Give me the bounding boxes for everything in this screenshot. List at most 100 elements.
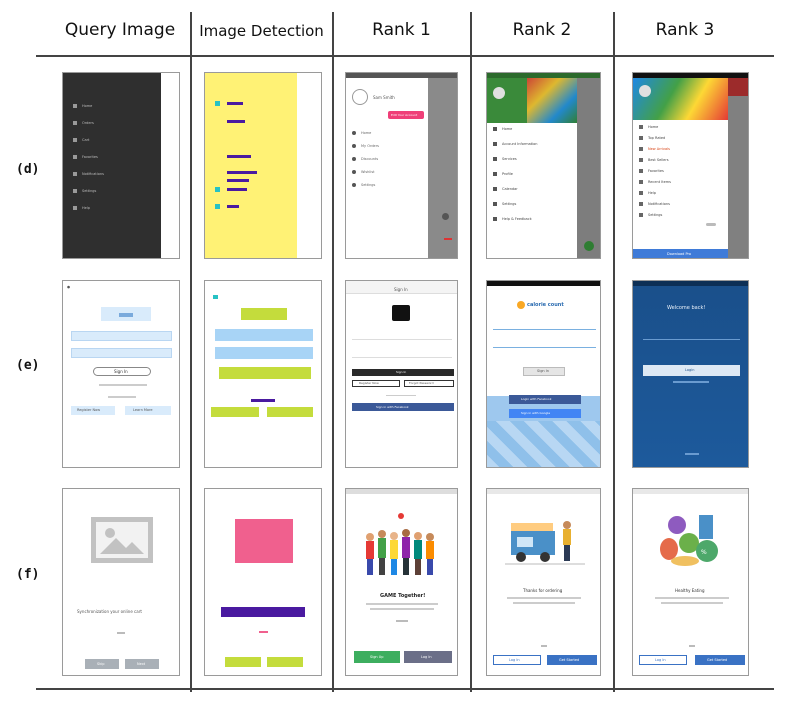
status-bar (487, 281, 600, 286)
bottom-rule (36, 688, 774, 690)
heart-icon (398, 513, 404, 519)
page-indicator (117, 632, 125, 634)
password-field (352, 357, 452, 358)
username-field (493, 329, 596, 330)
thumb-f-detection (204, 488, 322, 676)
log-in-button (493, 655, 541, 665)
column-divider-1 (190, 12, 192, 692)
menu-item-label: Home (361, 131, 372, 135)
sign-in-label: Sign In (396, 370, 407, 374)
detect-icon-box (213, 295, 218, 299)
column-divider-2 (332, 12, 334, 692)
header-rank-1: Rank 1 (372, 20, 431, 40)
menu-item-label: Orders (82, 121, 94, 125)
menu-item-label: Settings (361, 183, 376, 187)
register-label: Register Now (359, 381, 379, 385)
menu-item-icon (639, 180, 643, 184)
divider-text (108, 396, 136, 398)
detect-indicator-box (259, 631, 268, 633)
sign-up-label: Sign Up (370, 655, 384, 659)
menu-item-icon (639, 169, 643, 173)
people-illustration (362, 525, 442, 577)
thumb-f-rank2: Thanks for ordering Log In Get Started (486, 488, 601, 676)
facebook-label: Sign in with Facebook (376, 405, 409, 409)
detect-text-box (227, 102, 243, 105)
footer-link (685, 453, 699, 455)
menu-item-icon (639, 136, 643, 140)
menu-item-label: Best Sellers (648, 158, 669, 162)
detect-drawer-area (205, 73, 297, 258)
password-field (71, 348, 172, 358)
menu-item-icon (639, 202, 643, 206)
or-divider (386, 395, 416, 396)
learn-more-button (125, 406, 171, 415)
page-indicator (396, 620, 408, 622)
content-behind-drawer (577, 78, 600, 258)
menu-item-label: Wishlist (361, 170, 375, 174)
sign-in-button (93, 367, 151, 376)
menu-item-icon (639, 125, 643, 129)
content-behind-drawer (428, 78, 457, 258)
menu-item-icon (73, 172, 77, 176)
detect-text-box (227, 120, 245, 123)
header-image-detection: Image Detection (199, 22, 324, 40)
helper-text (99, 384, 147, 386)
onboarding-title: Thanks for ordering (523, 588, 563, 593)
menu-item-label: Help (82, 206, 90, 210)
thumb-e-query: ● Sign In Register Now Learn More (62, 280, 180, 468)
register-button (352, 380, 400, 387)
description-line (507, 597, 581, 599)
red-indicator (444, 238, 452, 240)
log-in-button (404, 651, 452, 663)
menu-item-label: My Orders (361, 144, 379, 148)
column-divider-3 (470, 12, 472, 692)
menu-item-label: Settings (648, 213, 663, 217)
detect-text-box (251, 399, 275, 402)
description-line (513, 602, 575, 604)
status-bar (346, 73, 457, 78)
login-button (643, 365, 740, 376)
nav-bar (346, 281, 457, 294)
menu-item-label: Notifications (82, 172, 104, 176)
facebook-button (352, 403, 454, 411)
description-line (655, 597, 729, 599)
menu-item-label: Profile (502, 172, 513, 176)
detect-text-box (227, 179, 249, 182)
password-field (493, 347, 596, 348)
detect-text-box (227, 188, 247, 191)
detect-button-box (219, 367, 311, 379)
thumb-d-detection (204, 72, 322, 259)
menu-item-label: Favorites (82, 155, 98, 159)
description-line (661, 602, 723, 604)
menu-item-icon (352, 131, 356, 135)
logo-mark (119, 313, 133, 317)
svg-text:%: % (701, 549, 707, 556)
detect-icon-box (215, 187, 220, 192)
get-started-button (547, 655, 597, 665)
download-pro-bar (633, 249, 728, 258)
brand-name: calorie count (527, 302, 564, 308)
drawer-header (633, 78, 728, 120)
menu-item-icon (73, 121, 77, 125)
fab-icon (442, 213, 449, 220)
truck-illustration (505, 513, 585, 569)
skip-button (85, 659, 119, 669)
forgot-password-label: Forgot Password (409, 381, 434, 385)
menu-item-icon (493, 172, 497, 176)
menu-item-icon (73, 206, 77, 210)
header-rule (36, 55, 774, 57)
content-header (728, 78, 748, 96)
google-label: Sign in with Google (521, 411, 551, 415)
onboarding-title: GAME Together! (380, 593, 426, 599)
status-bar (633, 281, 748, 286)
menu-item-label: Services (502, 157, 517, 161)
facebook-label: Login with Facebook (521, 397, 552, 401)
signup-link (673, 381, 709, 383)
welcome-title: Welcome back! (667, 305, 706, 311)
menu-item-icon (352, 144, 356, 148)
menu-item-label: New Arrivals (648, 147, 670, 151)
detect-image-box (235, 519, 293, 563)
menu-item-label: Notifications (648, 202, 670, 206)
thumb-e-rank1: Sign In Sign In Register Now Forgot Pass… (345, 280, 458, 468)
header-rank-3: Rank 3 (655, 20, 715, 40)
